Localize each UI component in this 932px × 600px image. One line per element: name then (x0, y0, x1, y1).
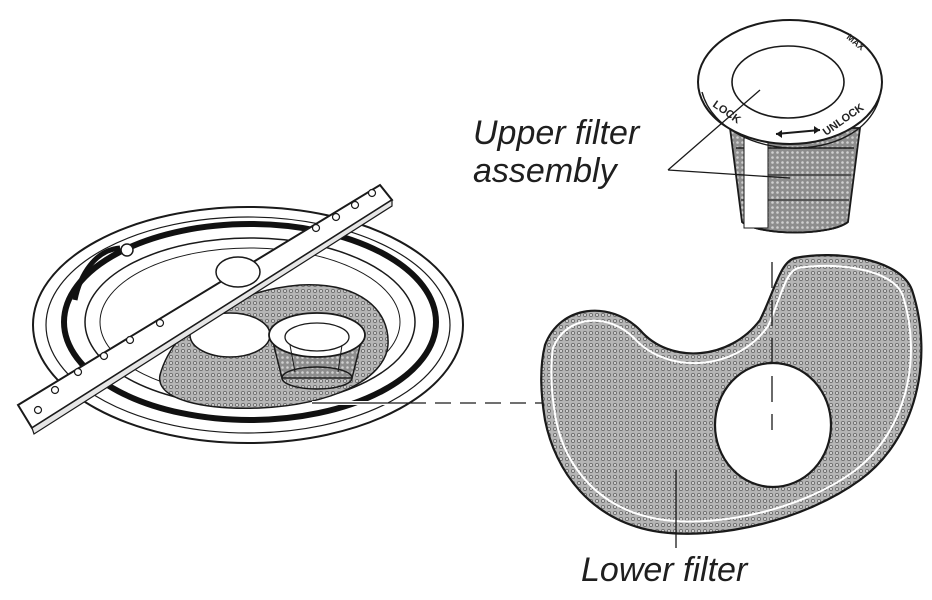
upper-filter-label-line1: Upper filter (473, 114, 640, 152)
spray-arm (16, 183, 394, 435)
upper-filter-part: LOCK UNLOCK MAX (697, 19, 883, 234)
spray-arm-nozzles (33, 188, 377, 415)
heater-wire (72, 245, 121, 301)
installed-upper-filter (268, 312, 366, 390)
spray-arm-hub (215, 256, 261, 288)
upper-filter-leaders (667, 89, 791, 179)
lower-filter-center-hole (713, 361, 833, 489)
lower-filter-part (540, 254, 923, 535)
gasket-ring (61, 221, 439, 423)
lower-filter-label: Lower filter (581, 551, 748, 589)
upper-filter-label-line2: assembly (473, 152, 617, 190)
tub-floor-assembly (32, 206, 464, 444)
